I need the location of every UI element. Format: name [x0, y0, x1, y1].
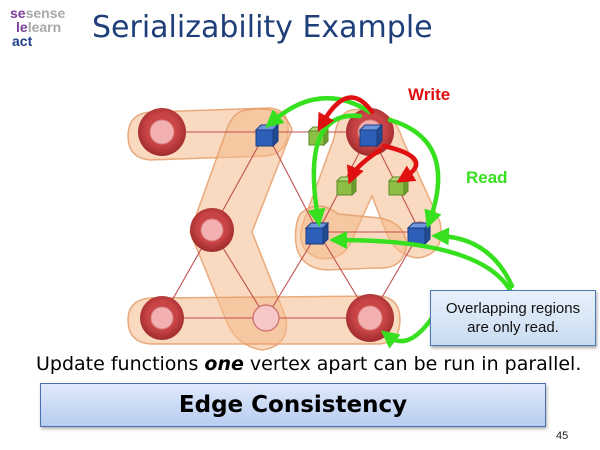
- callout-line-2: are only read.: [467, 319, 559, 336]
- scope-region-left-band: [189, 108, 293, 351]
- vertices: [138, 108, 431, 342]
- read-arrow: [265, 95, 373, 128]
- vertex-core: [150, 306, 174, 330]
- statement-after: vertex apart can be run in parallel.: [243, 353, 582, 375]
- vertex-core: [200, 218, 224, 242]
- sense-learn-act-logo: sesense lelearn act: [10, 5, 66, 49]
- vertex-data-cube: [254, 123, 280, 148]
- read-arrow: [307, 113, 363, 227]
- page-number: 45: [556, 430, 569, 442]
- vertex-core: [357, 305, 383, 331]
- vertex-data-cube: [304, 221, 330, 246]
- logo-line-2: learn: [27, 19, 62, 35]
- read-arrow: [380, 315, 435, 349]
- vertex-data-cube: [406, 221, 432, 246]
- read-arrow: [329, 231, 513, 293]
- read-arrow: [431, 227, 515, 289]
- vertex-core: [149, 119, 175, 145]
- edge-consistency-banner: Edge Consistency: [40, 383, 546, 427]
- callout-line-1: Overlapping regions: [445, 300, 581, 317]
- edge-data-cube: [335, 175, 358, 197]
- logo-line-3: act: [12, 33, 33, 49]
- overlap-callout: Overlapping regions are only read.: [430, 290, 596, 346]
- write-arrow: [346, 147, 383, 185]
- write-label: Write: [408, 85, 450, 104]
- slide-title: Serializability Example: [92, 10, 433, 45]
- write-arrows: [317, 95, 419, 185]
- read-label: Read: [466, 168, 508, 187]
- read-arrow: [387, 117, 442, 229]
- write-arrow: [381, 143, 419, 183]
- vertex-plain: [252, 304, 280, 332]
- parallel-statement: Update functions one vertex apart can be…: [36, 353, 581, 375]
- read-arrows: [265, 95, 515, 349]
- statement-emphasis: one: [204, 353, 244, 375]
- statement-before: Update functions: [36, 353, 205, 375]
- logo-line-1: sense: [25, 5, 66, 21]
- write-arrow: [317, 95, 375, 132]
- vertex-data-cube: [358, 123, 384, 148]
